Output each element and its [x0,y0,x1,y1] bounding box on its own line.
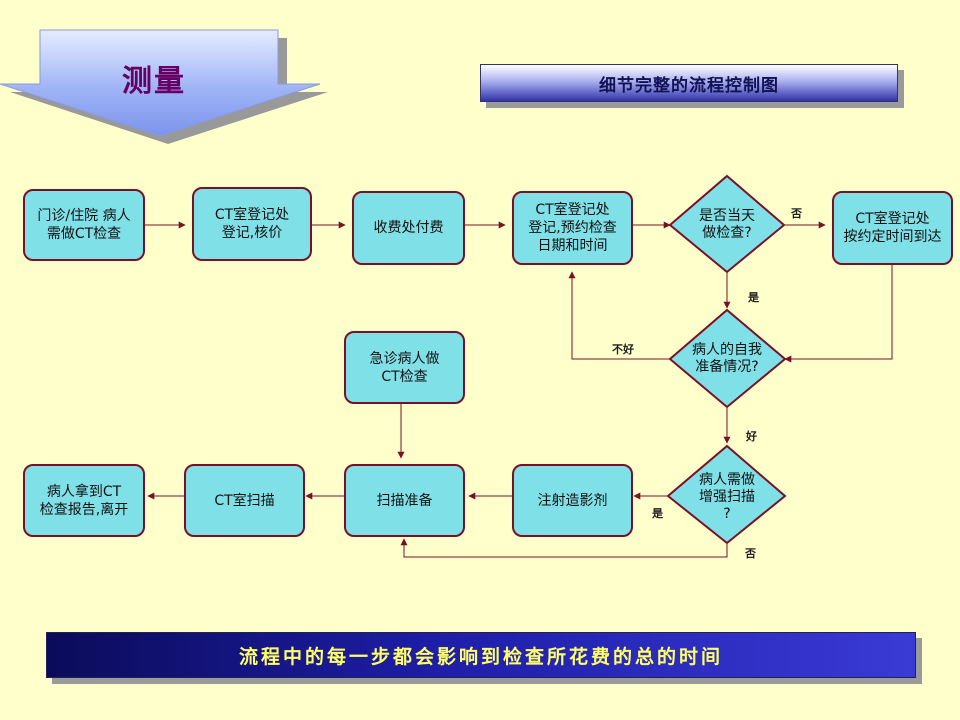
node-get-report: 病人拿到CT 检查报告,离开 [23,464,145,537]
label-contrast-yes: 是 [652,507,663,520]
decision-contrast-shape [666,444,787,545]
decision-self-prep-shape [668,308,787,409]
node-scan-prep: 扫描准备 [344,464,465,537]
node-arrive-on-time: CT室登记处 按约定时间到达 [832,191,953,265]
decision-contrast: 病人需做 增强扫描 ? [699,471,755,522]
node-emergency: 急诊病人做 CT检查 [344,331,465,404]
node-payment: 收费处付费 [352,191,465,265]
decision-same-day: 是否当天 做检查? [699,208,755,241]
decision-self-prep: 病人的自我 准备情况? [692,342,762,375]
label-same-day-yes: 是 [748,291,759,304]
node-outpatient: 门诊/住院 病人 需做CT检查 [23,189,145,261]
edge-arrive-to-prep [784,265,893,363]
banner-arrow [0,29,328,144]
banner-title: 测量 [122,64,186,99]
edge-contrast-no [400,538,728,558]
node-ct-appointment: CT室登记处 登记,预约检查 日期和时间 [512,191,633,265]
label-same-day-no: 否 [791,207,802,220]
label-prep-good: 好 [746,430,757,443]
label-prep-bad: 不好 [612,343,634,356]
node-ct-scan: CT室扫描 [184,464,305,537]
label-contrast-no: 否 [745,547,756,560]
decision-same-day-shape [668,174,786,274]
footer-banner: 流程中的每一步都会影响到检查所花费的总的时间 [46,632,916,678]
chart-title: 细节完整的流程控制图 [480,64,898,102]
node-contrast-injection: 注射造影剂 [512,464,633,537]
edge-prep-bad [568,271,670,360]
node-ct-register: CT室登记处 登记,核价 [192,187,312,261]
